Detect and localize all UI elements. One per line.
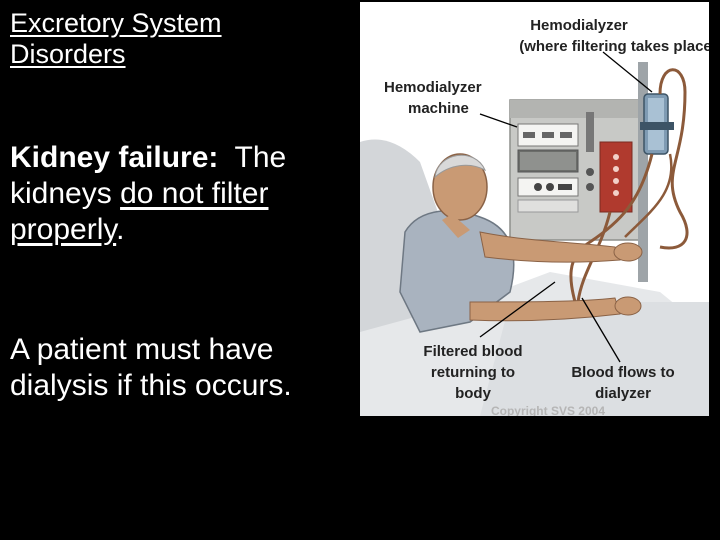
hemodialysis-illustration: Hemodialyzer (where filtering takes plac… (360, 2, 717, 418)
tubing-1 (658, 68, 689, 250)
copyright-watermark: Copyright SVS 2004 (491, 404, 605, 416)
slide-title: Excretory System Disorders (10, 8, 350, 70)
label-filtered-line2: returning to (431, 364, 515, 381)
patient-head (432, 153, 488, 221)
label-flow-line1: Blood flows to (571, 364, 674, 381)
title-line-2: Disorders (10, 39, 126, 69)
patient-arm-lower (469, 297, 621, 322)
label-hemodialyzer-sub: (where filtering takes place) (519, 38, 709, 55)
label-machine-line2: machine (408, 100, 469, 117)
label-machine-line1: Hemodialyzer (384, 79, 482, 96)
kidney-failure-underlined: do not filter properly (10, 177, 269, 246)
blood-pump (599, 141, 633, 213)
tubing-2 (569, 153, 654, 303)
kidney-failure-term: Kidney failure: (10, 141, 219, 174)
label-filtered-line1: Filtered blood (423, 343, 522, 360)
title-line-1: Excretory System (10, 8, 222, 38)
dialysis-paragraph: A patient must have dialysis if this occ… (10, 333, 292, 402)
label-filtered-line3: body (455, 385, 491, 402)
label-flow-line2: dialyzer (595, 385, 651, 402)
kidney-failure-text: The kidneys (10, 141, 287, 210)
patient-arm-upper (479, 231, 621, 263)
kidney-failure-period: . (116, 213, 125, 246)
kidney-failure-paragraph: Kidney failure: The kidneys do not filte… (10, 140, 355, 248)
label-hemodialyzer-title: Hemodialyzer (530, 17, 628, 34)
